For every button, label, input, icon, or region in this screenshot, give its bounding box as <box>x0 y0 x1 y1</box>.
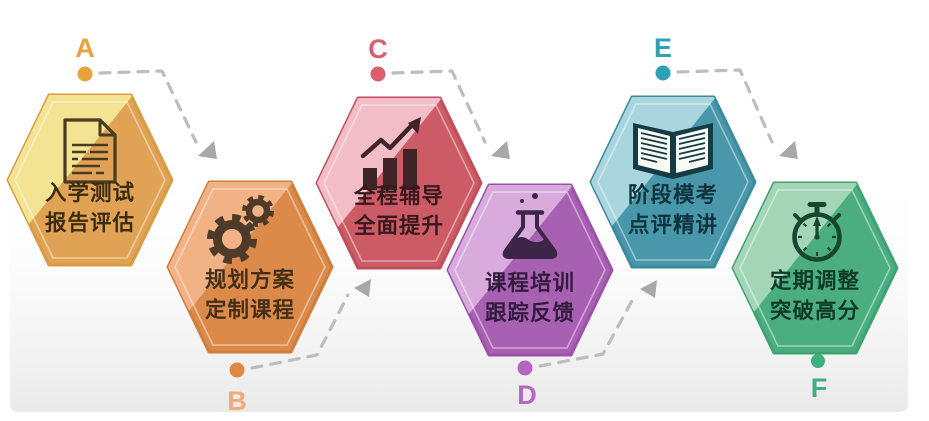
trend-arrow-head <box>408 117 421 134</box>
step-title-line2: 报告评估 <box>45 211 135 235</box>
step-title-line1: 定期调整 <box>770 268 860 293</box>
flask-outline <box>502 214 558 259</box>
step-letter-a: A <box>75 33 95 63</box>
step-title-line2: 点评精讲 <box>628 212 718 237</box>
step-letter-e: E <box>654 33 672 63</box>
step-letter-c: C <box>368 34 388 64</box>
book-text-left <box>640 132 668 163</box>
large-gear-ring <box>213 220 251 258</box>
trend-arrow-line <box>360 122 415 159</box>
page-text-lines <box>72 143 108 175</box>
document-icon <box>63 118 117 184</box>
arrowhead-b-c <box>354 279 371 297</box>
hexagon-inner-border <box>323 104 475 262</box>
flask-icon <box>502 193 558 259</box>
step-hexagon-f: 定期调整 突破高分 <box>731 181 899 355</box>
step-title-line2: 全面提升 <box>353 213 444 238</box>
small-gear-teeth <box>242 195 274 227</box>
bar-medium <box>383 158 397 190</box>
small-gear-ring <box>245 198 271 224</box>
connector-d-e <box>538 295 636 368</box>
step-dot-a <box>77 66 93 82</box>
gears-icon <box>207 195 274 264</box>
step-letter-f: F <box>811 373 828 403</box>
watch-hand-tip <box>813 216 821 226</box>
hexagon-light-half <box>733 183 858 338</box>
step-title-line2: 定制课程 <box>205 297 295 322</box>
step-title-line1: 全程辅导 <box>353 183 444 208</box>
connectors <box>98 68 798 370</box>
arrowhead-e-f <box>779 141 798 159</box>
hexagon-inner-border <box>597 103 749 261</box>
open-book-icon <box>633 123 713 179</box>
hexagon-inner-border <box>14 101 166 259</box>
step-hexagon-b: 规划方案 定制课程 <box>166 180 334 354</box>
book-text-right <box>678 132 706 163</box>
step-title-line1: 入学测试 <box>45 180 135 205</box>
hexagon-inner-border <box>739 189 891 347</box>
step-hexagon-c: 全程辅导 全面提升 <box>315 96 483 270</box>
step-dot-f <box>811 354 825 368</box>
step-dot-d <box>517 360 533 376</box>
hexagon-light-half <box>448 185 573 340</box>
hexagon-inner-border <box>174 188 326 346</box>
bubble-small <box>520 199 524 203</box>
step-title-line2: 突破高分 <box>770 298 860 323</box>
arrowhead-a-b <box>198 141 217 159</box>
step-markers: A B C D E F <box>75 33 827 416</box>
step-dot-b <box>229 362 245 378</box>
step-hexagon-e: 阶段模考 点评精讲 <box>589 95 757 269</box>
large-gear-teeth <box>207 214 257 264</box>
step-title-line1: 阶段模考 <box>628 182 718 207</box>
step-hexagon-d: 课程培训 跟踪反馈 <box>446 183 614 357</box>
connector-c-d <box>391 69 487 144</box>
step-dot-e <box>655 65 671 81</box>
step-title-line1: 课程培训 <box>485 270 575 295</box>
watch-center-dot <box>814 234 820 240</box>
step-letter-d: D <box>517 380 537 410</box>
step-title-line1: 规划方案 <box>205 267 295 292</box>
bar-tall <box>403 149 417 190</box>
stopwatch-icon <box>792 202 842 262</box>
watch-crown <box>807 202 827 216</box>
page-fold <box>98 120 115 137</box>
bar-short <box>363 168 377 190</box>
connector-b-c <box>250 293 350 370</box>
flask-liquid <box>505 237 555 256</box>
connector-a-b <box>98 69 198 144</box>
page-outline <box>63 118 117 184</box>
step-letter-b: B <box>227 386 247 416</box>
hexagon-inner-border <box>454 191 606 349</box>
connector-e-f <box>676 68 774 144</box>
growth-chart-icon <box>360 117 421 190</box>
watch-nubs <box>793 213 841 222</box>
step-dot-c <box>370 66 386 82</box>
arrowhead-d-e <box>640 280 657 298</box>
hexagon-light-half <box>317 98 442 253</box>
arrowhead-c-d <box>491 141 510 159</box>
step-hexagon-a: 入学测试 报告评估 <box>6 93 174 267</box>
bubble-large <box>532 193 538 199</box>
step-title-line2: 跟踪反馈 <box>485 300 575 325</box>
